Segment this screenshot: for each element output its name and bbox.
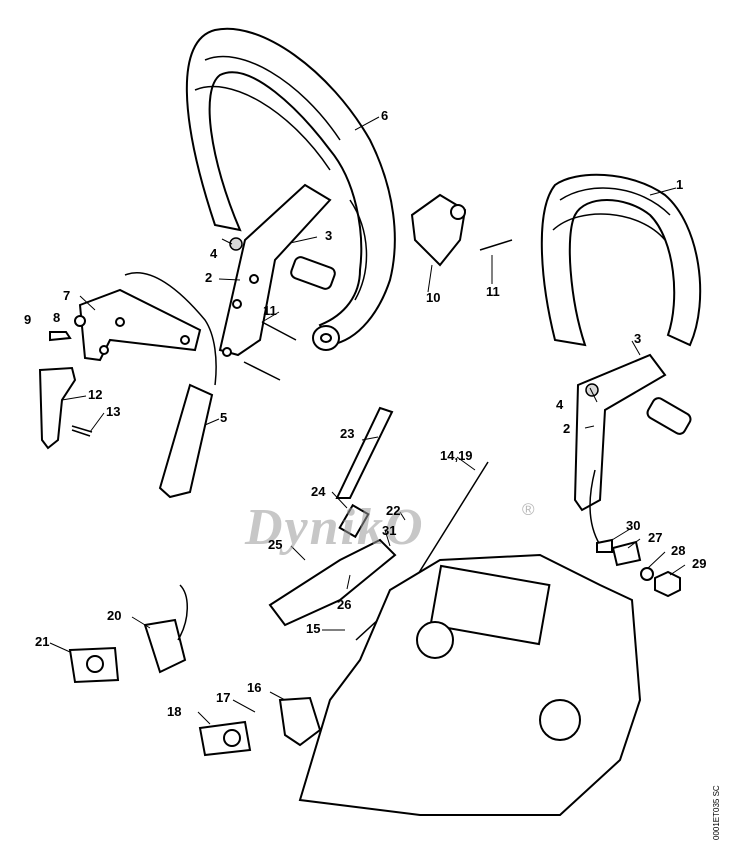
callout-29: 29 [692,556,707,571]
watermark-logo: DynikO [245,499,425,556]
callout-24: 24 [311,484,326,499]
spring-13 [71,425,93,437]
callout-4-left: 4 [210,246,218,261]
part-16 [278,696,322,747]
callout-7: 7 [63,288,71,303]
callout-11-right: 11 [486,284,500,299]
callout-16: 16 [247,680,262,695]
callout-17: 17 [216,690,231,705]
callout-4-right: 4 [556,397,564,412]
callout-31: 31 [382,523,397,538]
callout-5: 5 [220,410,228,425]
part-27 [611,540,642,567]
wire-20 [177,584,188,641]
callout-20: 20 [107,608,122,623]
callout-3-right: 3 [634,331,642,346]
cable-left [124,272,217,386]
callout-14-19: 14,19 [440,448,473,463]
callout-13: 13 [106,404,121,419]
callout-1: 1 [676,177,684,192]
screws-11-left [243,321,297,381]
callout-15: 15 [306,621,321,636]
callout-23: 23 [340,426,355,441]
washer-28 [640,567,654,581]
part-20 [143,618,187,674]
plate-5 [158,383,214,499]
callout-18: 18 [167,704,182,719]
callout-10: 10 [426,290,441,305]
callout-25: 25 [268,537,283,552]
bracket-2-left [218,183,336,357]
handlebar-1 [540,173,702,347]
callout-6: 6 [381,108,389,123]
callout-28: 28 [671,543,686,558]
callout-9: 9 [24,312,32,327]
callout-11-left: 11 [263,303,277,318]
rod-23 [335,406,394,499]
washer-8 [74,315,86,327]
callout-27: 27 [648,530,663,545]
callout-3-left: 3 [325,228,333,243]
switch-10 [410,193,467,267]
screw-11-right [479,239,513,251]
callout-21: 21 [35,634,50,649]
spacer-4-right [585,383,599,397]
callout-2-right: 2 [563,421,571,436]
bar-25 [268,538,397,627]
callout-12: 12 [88,387,103,402]
leader-lines [49,116,686,725]
spacer-4-left [229,237,243,251]
screw-9 [49,331,72,342]
part-30 [596,538,613,553]
engine-block [298,553,642,816]
bracket-2-right [573,353,692,512]
handlebar-6 [185,27,396,351]
callout-22: 22 [386,503,401,518]
callout-8: 8 [53,310,61,325]
callout-26: 26 [337,597,352,612]
lever-12 [38,366,77,450]
registered-mark: ® [522,500,535,519]
callout-30: 30 [626,518,641,533]
drawing-code: 0001ET035 SC [712,785,721,840]
sleeve-24 [338,503,370,539]
nut-29 [654,570,681,598]
callout-2-left: 2 [205,270,213,285]
handguard-7 [78,288,202,362]
cable-right [589,469,601,546]
